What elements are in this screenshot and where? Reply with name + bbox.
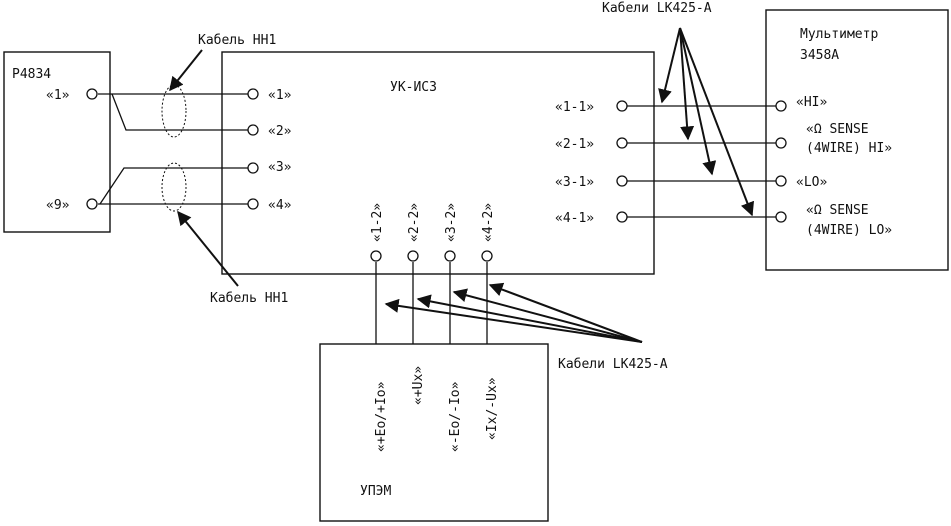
terminal-ukis3-1	[247, 88, 259, 100]
p4834-title: Р4834	[12, 67, 51, 82]
terminal-ukis3-4	[247, 198, 259, 210]
terminal-ukis3-2	[247, 124, 259, 136]
ukis3-box	[221, 51, 655, 275]
wire-p9-to-u3	[99, 167, 250, 205]
arrow-lk425-top-4	[679, 27, 755, 217]
terminal-ukis3-1-2	[370, 250, 382, 262]
p4834-terminal-label-9: «9»	[46, 198, 70, 213]
arrow-hh1-bottom	[177, 210, 239, 287]
multimeter-box	[765, 9, 949, 271]
terminal-ukis3-2-1	[616, 137, 628, 149]
upem-title: УПЭМ	[360, 484, 391, 499]
terminal-multimeter-sense-lo	[775, 211, 787, 223]
cable-label-lk425-top: Кабели LK425-A	[602, 1, 712, 16]
ukis3-bottom-label-3-2: «3-2»	[444, 203, 459, 242]
cable-label-lk425-bottom: Кабели LK425-A	[558, 357, 668, 372]
multimeter-label-lo: «LO»	[796, 175, 827, 190]
terminal-ukis3-1-1	[616, 100, 628, 112]
p4834-box	[3, 51, 111, 233]
upem-terminal-label-eo-io-neg: «-Eo/-Io»	[448, 381, 463, 452]
ukis3-bottom-label-4-2: «4-2»	[481, 203, 496, 242]
upem-terminal-label-ix-ux: «Ix/-Ux»	[485, 377, 500, 440]
ukis3-title: УК-ИС3	[390, 80, 437, 95]
terminal-ukis3-3	[247, 162, 259, 174]
arrow-lk425-bottom-1	[384, 298, 643, 343]
terminal-multimeter-lo	[775, 175, 787, 187]
ukis3-right-label-3-1: «3-1»	[555, 175, 594, 190]
terminal-p4834-9	[86, 198, 98, 210]
ukis3-left-label-4: «4»	[268, 198, 292, 213]
cable-label-hh1-bottom: Кабель НН1	[210, 291, 288, 306]
multimeter-label-hi: «HI»	[796, 95, 827, 110]
multimeter-label-sense-hi-2: (4WIRE) HI»	[806, 141, 892, 156]
terminal-ukis3-4-1	[616, 211, 628, 223]
terminal-ukis3-3-1	[616, 175, 628, 187]
arrow-lk425-top-1	[658, 27, 681, 104]
upem-box	[319, 343, 549, 522]
ukis3-left-label-3: «3»	[268, 160, 292, 175]
upem-terminal-label-eo-io-pos: «+Eo/+Io»	[374, 381, 389, 452]
upem-terminal-label-ux-pos: «+Ux»	[411, 366, 426, 405]
p4834-terminal-label-1: «1»	[46, 88, 70, 103]
arrow-hh1-top	[169, 49, 203, 92]
ukis3-bottom-label-1-2: «1-2»	[370, 203, 385, 242]
arrow-lk425-top-2	[679, 27, 695, 141]
multimeter-title-line1: Мультиметр	[800, 27, 878, 42]
arrow-lk425-bottom-4	[488, 282, 643, 343]
ukis3-right-label-4-1: «4-1»	[555, 211, 594, 226]
wire-p1-to-u2	[111, 93, 250, 131]
terminal-p4834-1	[86, 88, 98, 100]
terminal-multimeter-sense-hi	[775, 137, 787, 149]
terminal-multimeter-hi	[775, 100, 787, 112]
multimeter-title-line2: 3458A	[800, 48, 839, 63]
arrow-lk425-top-3	[679, 27, 717, 176]
ukis3-left-label-1: «1»	[268, 88, 292, 103]
terminal-ukis3-3-2	[444, 250, 456, 262]
multimeter-label-sense-lo-1: «Ω SENSE	[806, 203, 869, 218]
ukis3-left-label-2: «2»	[268, 124, 292, 139]
multimeter-label-sense-hi-1: «Ω SENSE	[806, 122, 869, 137]
ukis3-bottom-label-2-2: «2-2»	[407, 203, 422, 242]
ferrite-ellipse-top	[161, 84, 187, 138]
multimeter-label-sense-lo-2: (4WIRE) LO»	[806, 223, 892, 238]
ferrite-ellipse-bottom	[161, 162, 187, 212]
arrow-lk425-bottom-3	[452, 288, 643, 343]
arrow-lk425-bottom-2	[416, 294, 643, 343]
ukis3-right-label-1-1: «1-1»	[555, 100, 594, 115]
terminal-ukis3-2-2	[407, 250, 419, 262]
terminal-ukis3-4-2	[481, 250, 493, 262]
ukis3-right-label-2-1: «2-1»	[555, 137, 594, 152]
cable-label-hh1-top: Кабель НН1	[198, 33, 276, 48]
